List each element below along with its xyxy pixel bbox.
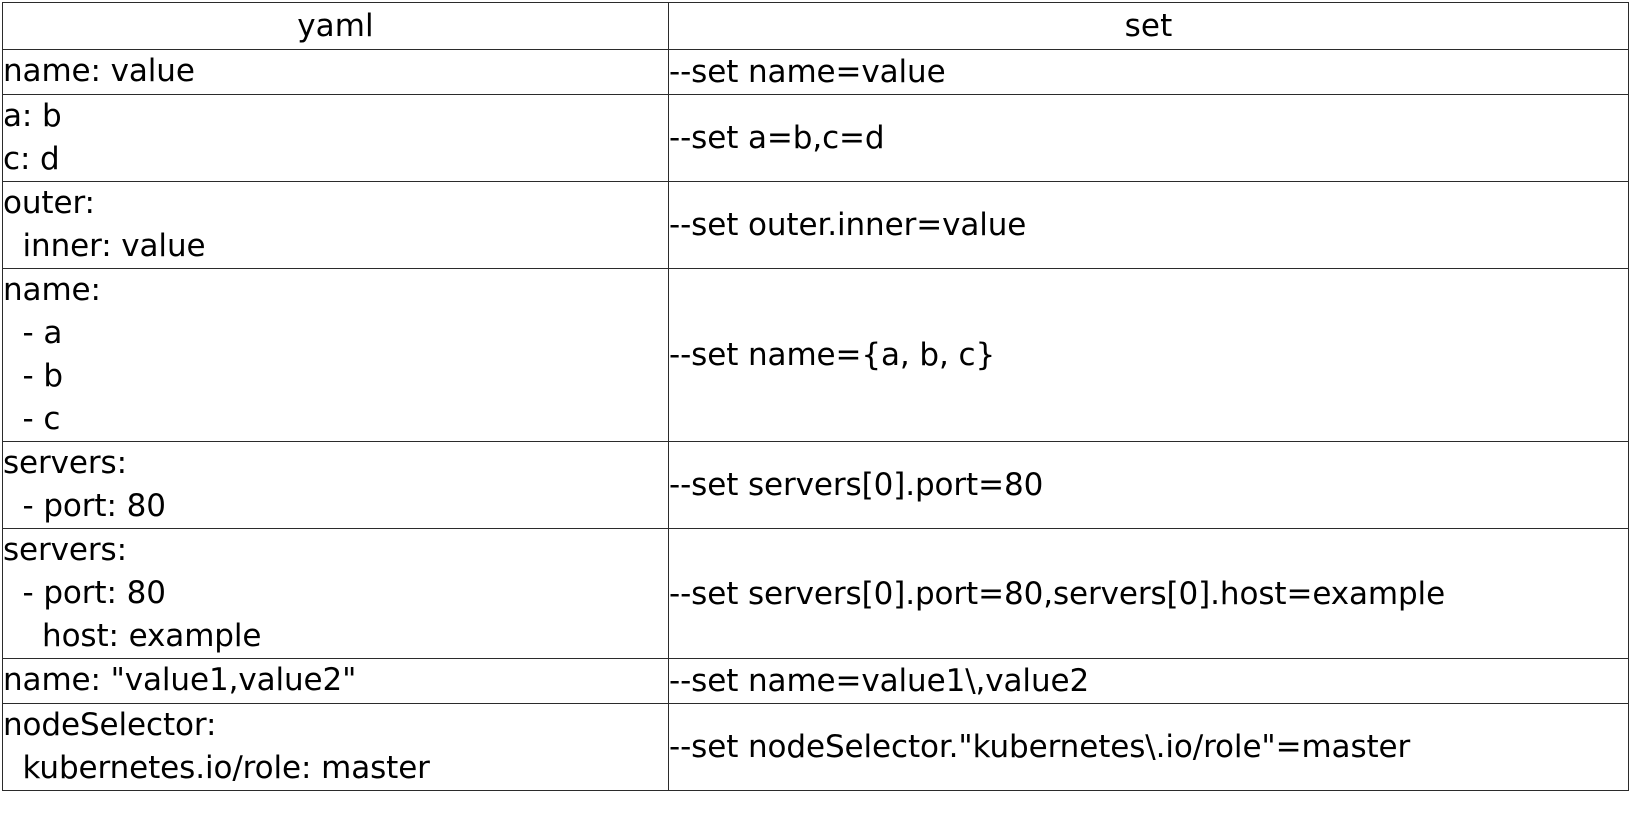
yaml-snippet: a: b c: d xyxy=(3,98,62,177)
set-command: --set servers[0].port=80,servers[0].host… xyxy=(669,575,1446,612)
yaml-to-set-table: yaml set name: value --set name=value a:… xyxy=(2,2,1629,791)
yaml-snippet: servers: - port: 80 host: example xyxy=(3,532,262,654)
table-row: name: - a - b - c --set name={a, b, c} xyxy=(2,268,1629,442)
yaml-cell: name: "value1,value2" xyxy=(2,658,669,704)
set-cell: --set name=value1\,value2 xyxy=(668,658,1629,704)
set-cell: --set servers[0].port=80,servers[0].host… xyxy=(668,528,1629,659)
table-row: name: value --set name=value xyxy=(2,49,1629,95)
set-command: --set name={a, b, c} xyxy=(669,337,996,373)
yaml-snippet: name: "value1,value2" xyxy=(3,662,357,698)
set-command: --set servers[0].port=80 xyxy=(669,467,1044,503)
yaml-snippet: name: - a - b - c xyxy=(3,272,101,437)
yaml-to-set-table-container: yaml set name: value --set name=value a:… xyxy=(2,2,1629,791)
table-header-row: yaml set xyxy=(2,2,1629,50)
set-cell: --set name=value xyxy=(668,49,1629,95)
table-row: a: b c: d --set a=b,c=d xyxy=(2,94,1629,182)
yaml-snippet: nodeSelector: kubernetes.io/role: master xyxy=(3,707,430,786)
set-command: --set name=value1\,value2 xyxy=(669,663,1090,699)
yaml-cell: name: - a - b - c xyxy=(2,268,669,442)
set-cell: --set outer.inner=value xyxy=(668,181,1629,269)
yaml-cell: servers: - port: 80 host: example xyxy=(2,528,669,659)
set-cell: --set servers[0].port=80 xyxy=(668,441,1629,529)
set-command: --set outer.inner=value xyxy=(669,207,1027,243)
table-row: servers: - port: 80 host: example --set … xyxy=(2,528,1629,659)
yaml-cell: outer: inner: value xyxy=(2,181,669,269)
table-row: servers: - port: 80 --set servers[0].por… xyxy=(2,441,1629,529)
yaml-snippet: servers: - port: 80 xyxy=(3,445,166,524)
column-header-set: set xyxy=(668,2,1629,50)
yaml-snippet: name: value xyxy=(3,53,195,89)
set-command: --set nodeSelector."kubernetes\.io/role"… xyxy=(669,729,1411,765)
set-cell: --set name={a, b, c} xyxy=(668,268,1629,442)
yaml-snippet: outer: inner: value xyxy=(3,185,206,264)
table-row: outer: inner: value --set outer.inner=va… xyxy=(2,181,1629,269)
set-command: --set a=b,c=d xyxy=(669,120,885,156)
set-command: --set name=value xyxy=(669,54,946,90)
yaml-cell: servers: - port: 80 xyxy=(2,441,669,529)
yaml-cell: a: b c: d xyxy=(2,94,669,182)
table-row: name: "value1,value2" --set name=value1\… xyxy=(2,658,1629,704)
yaml-cell: name: value xyxy=(2,49,669,95)
yaml-cell: nodeSelector: kubernetes.io/role: master xyxy=(2,703,669,791)
table-body: name: value --set name=value a: b c: d -… xyxy=(2,49,1629,791)
column-header-yaml: yaml xyxy=(2,2,669,50)
set-cell: --set nodeSelector."kubernetes\.io/role"… xyxy=(668,703,1629,791)
table-header: yaml set xyxy=(2,2,1629,50)
set-cell: --set a=b,c=d xyxy=(668,94,1629,182)
table-row: nodeSelector: kubernetes.io/role: master… xyxy=(2,703,1629,791)
